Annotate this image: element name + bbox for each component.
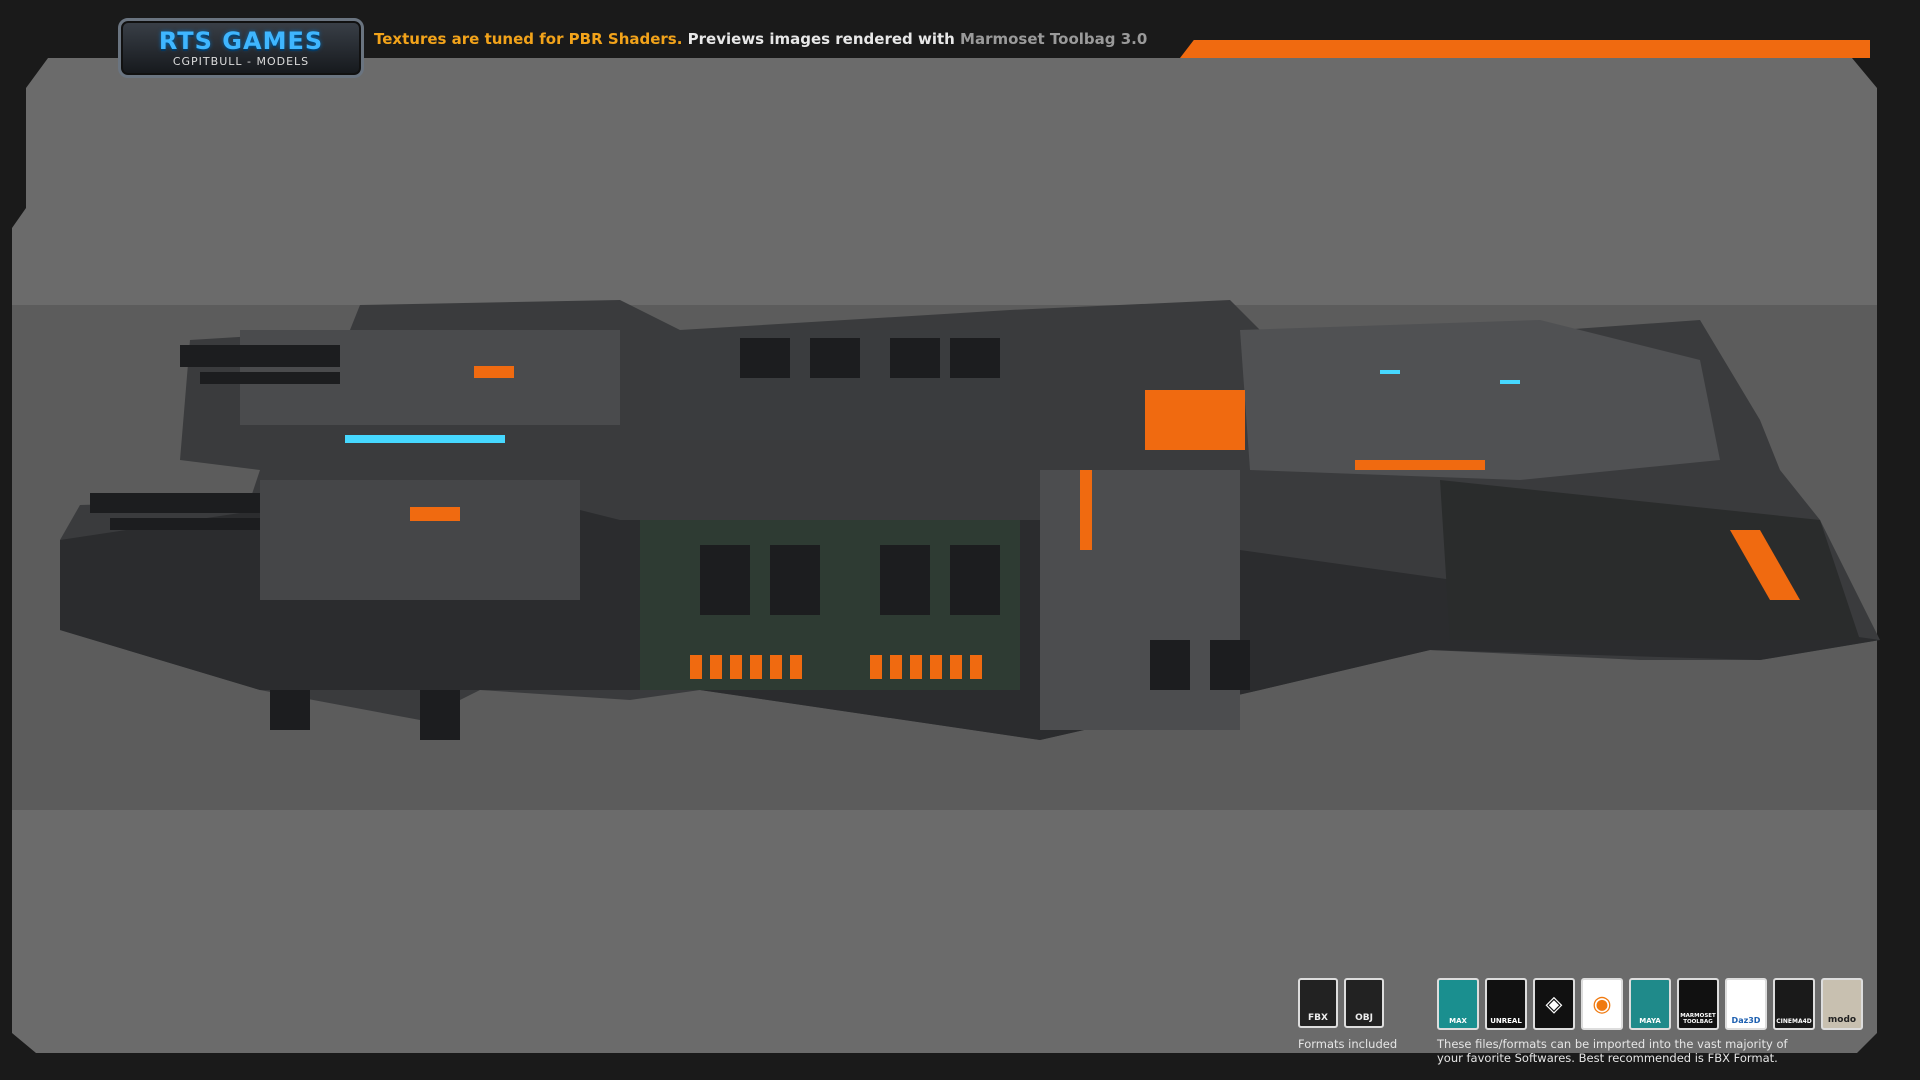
obj-file-icon: OBJ <box>1344 978 1384 1028</box>
3ds-max-icon: MAX <box>1437 978 1479 1030</box>
software-caption-line2: your favorite Softwares. Best recommende… <box>1437 1051 1778 1065</box>
blender-icon: ◉ <box>1581 978 1623 1030</box>
logo-title: RTS GAMES <box>158 27 324 55</box>
cinema4d-icon: CINEMA4D <box>1773 978 1815 1030</box>
spaceship-turrets <box>90 338 1250 740</box>
header-renderer-name: Marmoset Toolbag 3.0 <box>960 30 1148 48</box>
header-note: Textures are tuned for PBR Shaders. Prev… <box>374 30 1147 48</box>
software-caption: These files/formats can be imported into… <box>1437 1037 1788 1065</box>
formats-caption: Formats included <box>1298 1037 1398 1051</box>
fbx-file-icon: FBX <box>1298 978 1338 1028</box>
software-caption-line1: These files/formats can be imported into… <box>1437 1037 1788 1051</box>
modo-icon: modo <box>1821 978 1863 1030</box>
header-render-text: Previews images rendered with <box>682 30 961 48</box>
logo-badge: RTS GAMES CGPITBULL - MODELS <box>118 18 364 78</box>
header-accent-bar <box>1180 40 1870 58</box>
marmoset-icon: MARMOSET TOOLBAG <box>1677 978 1719 1030</box>
spaceship-orange-details <box>410 366 1800 679</box>
spaceship-cyan-lights <box>345 370 1520 443</box>
header-pbr-text: Textures are tuned for PBR Shaders. <box>374 30 683 48</box>
daz3d-icon: Daz3D <box>1725 978 1767 1030</box>
logo-subtitle: CGPITBULL - MODELS <box>172 55 310 68</box>
software-compat-group: MAX UNREAL ◈ ◉ MAYA MARMOSET TOOLBAG Daz… <box>1437 978 1863 1030</box>
formats-included-group: FBX OBJ <box>1298 978 1384 1028</box>
maya-icon: MAYA <box>1629 978 1671 1030</box>
unreal-engine-icon: UNREAL <box>1485 978 1527 1030</box>
unity-icon: ◈ <box>1533 978 1575 1030</box>
